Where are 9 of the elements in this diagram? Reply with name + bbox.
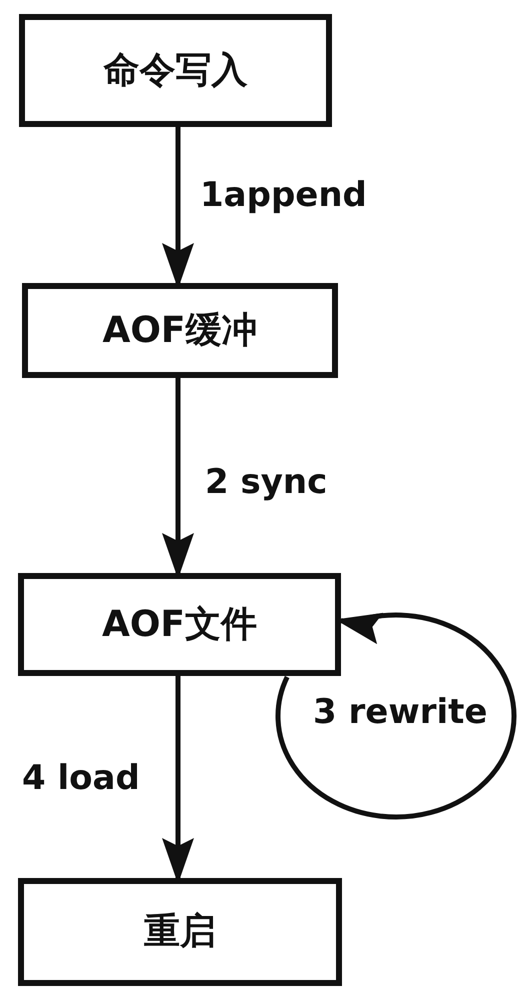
box-label: AOF文件 bbox=[102, 604, 258, 646]
arrow bbox=[276, 612, 516, 820]
box-label: 命令写入 bbox=[104, 50, 248, 92]
box-label: 重启 bbox=[144, 911, 216, 953]
box-label: AOF缓冲 bbox=[102, 310, 258, 352]
process-box bbox=[19, 14, 332, 127]
process-box bbox=[18, 878, 342, 986]
process-box bbox=[18, 573, 341, 676]
process-box bbox=[22, 283, 338, 378]
